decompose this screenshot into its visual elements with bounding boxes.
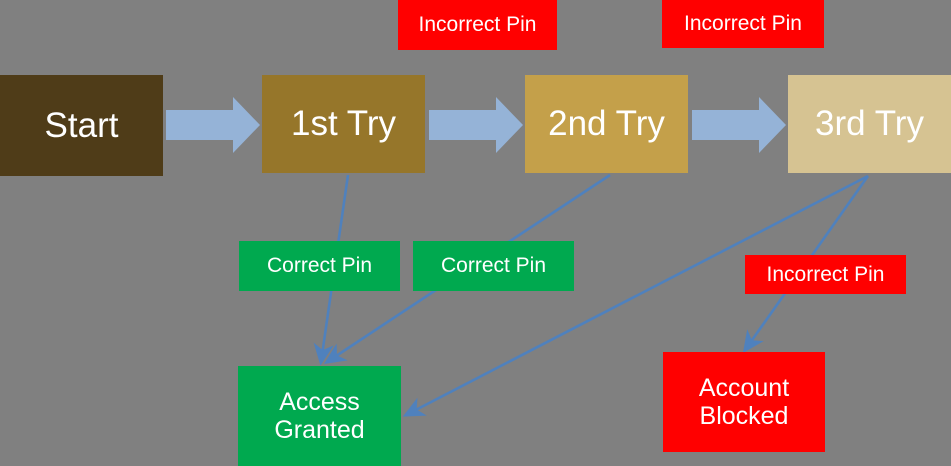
- block-arrow-start-to-1st-try: [166, 97, 260, 153]
- edge-label-incorrect-pin-2-text: Incorrect Pin: [684, 12, 802, 35]
- block-arrow-2nd-try-to-3rd-try: [692, 97, 786, 153]
- edge-label-correct-pin-2-text: Correct Pin: [440, 254, 547, 277]
- edge-label-correct-pin-1[interactable]: Correct Pin: [239, 241, 400, 291]
- edge-label-incorrect-pin-3[interactable]: Incorrect Pin: [745, 255, 906, 294]
- node-account-blocked-label-line1: Account: [698, 374, 790, 402]
- edge-label-correct-pin-2[interactable]: Correct Pin: [413, 241, 574, 291]
- node-2nd-try-label: 2nd Try: [548, 104, 665, 144]
- edge-label-incorrect-pin-1-text: Incorrect Pin: [418, 13, 537, 36]
- node-start[interactable]: Start: [0, 75, 163, 176]
- node-1st-try[interactable]: 1st Try: [262, 75, 425, 173]
- node-start-label: Start: [44, 105, 119, 145]
- edge-label-incorrect-pin-2[interactable]: Incorrect Pin: [662, 0, 824, 48]
- node-access-granted-label-line1: Access: [279, 388, 360, 416]
- connector-3rd-try-to-access-granted: [402, 174, 869, 417]
- block-arrow-1st-try-to-2nd-try: [429, 97, 523, 153]
- node-account-blocked[interactable]: Account Blocked: [663, 352, 825, 452]
- node-account-blocked-label-line2: Blocked: [699, 402, 789, 430]
- node-access-granted[interactable]: Access Granted: [238, 366, 401, 466]
- node-1st-try-label: 1st Try: [290, 104, 397, 144]
- node-3rd-try[interactable]: 3rd Try: [788, 75, 951, 173]
- node-2nd-try[interactable]: 2nd Try: [525, 75, 688, 173]
- edge-label-correct-pin-1-text: Correct Pin: [266, 254, 373, 277]
- node-3rd-try-label: 3rd Try: [815, 104, 924, 144]
- edge-label-incorrect-pin-3-text: Incorrect Pin: [766, 262, 885, 286]
- edge-label-incorrect-pin-1[interactable]: Incorrect Pin: [398, 0, 557, 50]
- node-access-granted-label-line2: Granted: [274, 416, 365, 444]
